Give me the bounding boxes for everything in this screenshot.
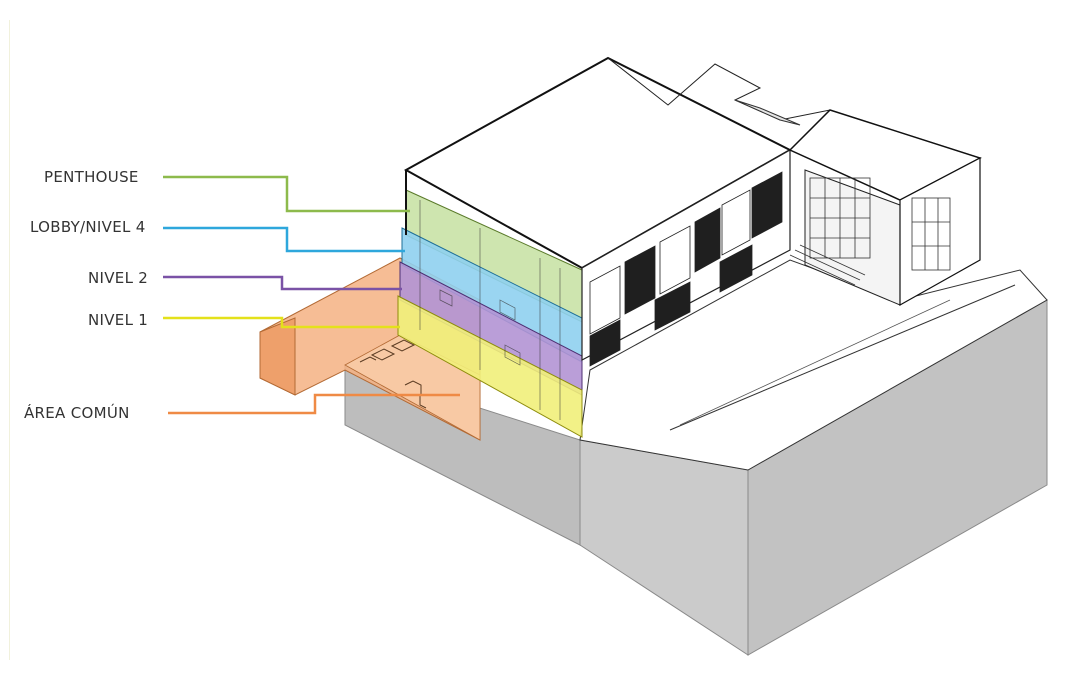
label-lobby-nivel4: LOBBY/NIVEL 4 <box>30 218 146 236</box>
common-area-wall <box>259 317 296 396</box>
ground-ramp-line-2 <box>679 299 951 426</box>
steps <box>789 244 866 286</box>
leader-lines <box>163 175 460 415</box>
label-area-comun: ÁREA COMÚN <box>24 404 130 422</box>
left-edge-line <box>9 20 10 660</box>
roof-stair-box <box>734 99 801 126</box>
ground-block <box>344 259 1048 656</box>
label-penthouse: PENTHOUSE <box>44 168 139 186</box>
leader-area <box>168 393 460 415</box>
label-nivel2: NIVEL 2 <box>88 269 149 287</box>
label-nivel1: NIVEL 1 <box>88 311 149 329</box>
leader-penthouse <box>163 175 410 213</box>
side-window <box>911 197 951 271</box>
window-grid <box>589 171 783 367</box>
floor-nivel1 <box>397 295 583 438</box>
ground-front-face <box>579 439 749 656</box>
ground-ramp-line <box>669 284 1016 431</box>
leader-lobby <box>163 226 405 253</box>
side-wall <box>899 157 981 307</box>
leader-nivel1 <box>163 316 400 329</box>
leader-nivel2 <box>163 275 402 291</box>
furniture-lines <box>359 339 427 409</box>
roof-parapet <box>607 57 981 159</box>
right-wing-window <box>809 177 871 259</box>
interior-lines <box>419 200 561 420</box>
building <box>397 56 982 438</box>
